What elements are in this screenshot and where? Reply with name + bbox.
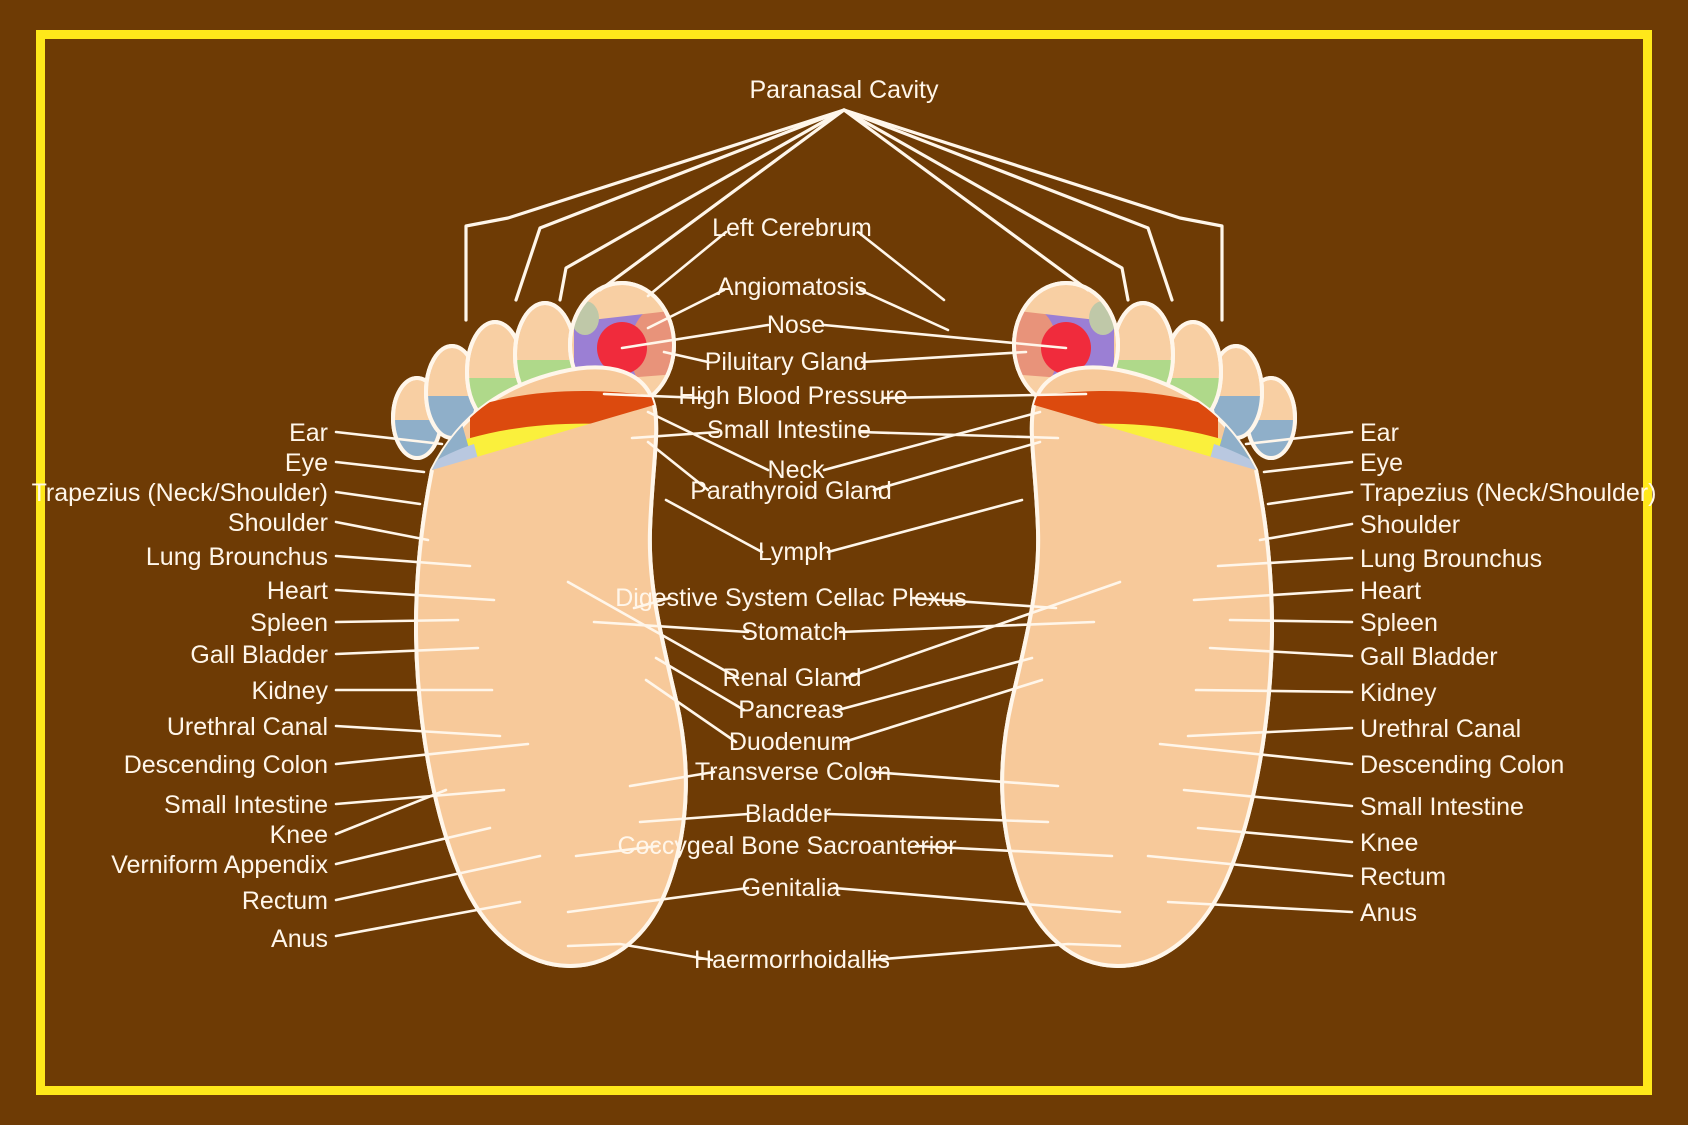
label-right-shoulder: Shoulder [1360, 511, 1460, 539]
label-right-knee: Knee [1360, 829, 1418, 857]
label-transverse-colon: Transverse Colon [695, 758, 891, 786]
label-left-lung-brounchus: Lung Brounchus [146, 543, 328, 571]
label-renal-gland: Renal Gland [723, 664, 862, 692]
label-left-anus: Anus [271, 925, 328, 953]
center-leader-group [566, 230, 1122, 962]
label-pancreas: Pancreas [738, 696, 844, 724]
zone-piluitary-left [630, 305, 674, 395]
label-neck: Neck [768, 456, 825, 484]
label-left-ear: Ear [289, 419, 328, 447]
label-duodenum: Duodenum [729, 728, 851, 756]
label-right-eye: Eye [1360, 449, 1403, 477]
label-right-small-intestine: Small Intestine [1360, 793, 1524, 821]
label-stomatch: Stomatch [741, 618, 847, 646]
label-coccygeal-bone: Coccygeal Bone Sacroanterior [617, 832, 956, 860]
label-left-rectum: Rectum [242, 887, 328, 915]
label-left-descending-colon: Descending Colon [124, 751, 328, 779]
paranasal-leader-group [464, 108, 1224, 322]
label-left-kidney: Kidney [252, 677, 329, 705]
label-paranasal-cavity: Paranasal Cavity [750, 76, 939, 104]
label-right-heart: Heart [1360, 577, 1421, 605]
label-right-descending-colon: Descending Colon [1360, 751, 1564, 779]
label-left-heart: Heart [267, 577, 328, 605]
label-right-gall-bladder: Gall Bladder [1360, 643, 1498, 671]
left-leader-group [334, 430, 542, 938]
label-digestive-system: Digestive System Cellac Plexus [615, 584, 967, 612]
label-small-intestine-c: Small Intestine [707, 416, 871, 444]
label-haermorrhoidallis: Haermorrhoidallis [694, 946, 890, 974]
label-right-rectum: Rectum [1360, 863, 1446, 891]
label-right-kidney: Kidney [1360, 679, 1437, 707]
label-left-shoulder: Shoulder [228, 509, 328, 537]
label-right-trapezius: Trapezius (Neck/Shoulder) [1360, 479, 1656, 507]
right-leader-group [1146, 430, 1354, 914]
label-nose: Nose [767, 311, 825, 339]
left-foot-graphic [391, 281, 688, 969]
label-left-knee: Knee [270, 821, 328, 849]
label-angiomatosis: Angiomatosis [717, 273, 867, 301]
label-parathyroid-gland: Parathyroid Gland [690, 477, 892, 505]
zone-piluitary-right [1014, 305, 1058, 395]
label-left-cerebrum: Left Cerebrum [712, 214, 872, 242]
label-high-blood-pressure: High Blood Pressure [678, 382, 907, 410]
label-bladder: Bladder [745, 800, 831, 828]
label-left-gall-bladder: Gall Bladder [190, 641, 328, 669]
label-left-verniform-appendix: Verniform Appendix [111, 851, 328, 879]
label-right-anus: Anus [1360, 899, 1417, 927]
label-right-ear: Ear [1360, 419, 1399, 447]
label-right-lung-brounchus: Lung Brounchus [1360, 545, 1542, 573]
label-right-spleen: Spleen [1360, 609, 1438, 637]
label-genitalia: Genitalia [742, 874, 841, 902]
label-left-eye: Eye [285, 449, 328, 477]
label-left-urethral-canal: Urethral Canal [167, 713, 328, 741]
right-foot-graphic [1000, 281, 1297, 969]
label-left-trapezius: Trapezius (Neck/Shoulder) [32, 479, 328, 507]
label-right-urethral-canal: Urethral Canal [1360, 715, 1521, 743]
label-lymph: Lymph [758, 538, 832, 566]
label-left-spleen: Spleen [250, 609, 328, 637]
label-left-small-intestine: Small Intestine [164, 791, 328, 819]
label-piluitary-gland: Piluitary Gland [705, 348, 868, 376]
